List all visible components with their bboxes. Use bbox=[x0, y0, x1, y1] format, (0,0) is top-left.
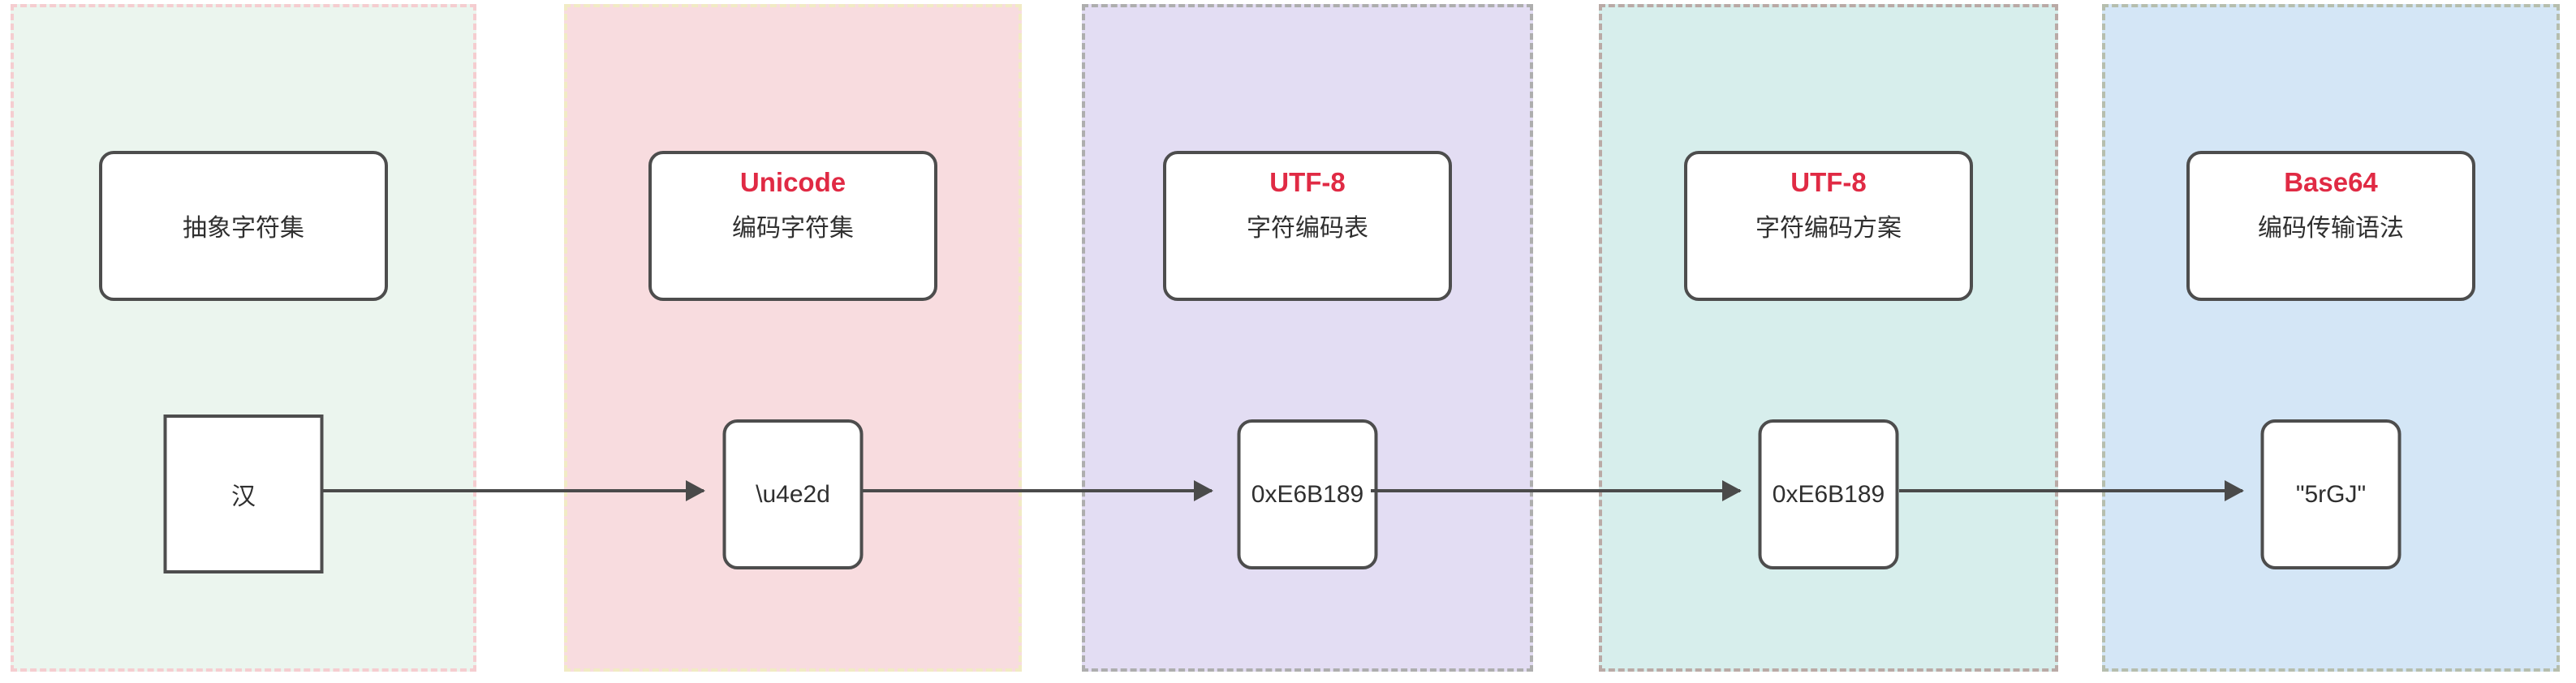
value-box-encoded-bytes: 0xE6B189 bbox=[1758, 419, 1899, 569]
flow-arrow-1 bbox=[322, 480, 705, 501]
concept-box-base64: Base64 编码传输语法 bbox=[2186, 151, 2475, 301]
value-text: 汉 bbox=[231, 483, 256, 510]
panel-base64: Base64 编码传输语法 "5rGJ" bbox=[2102, 4, 2560, 672]
panel-abstract-charset: 抽象字符集 汉 bbox=[11, 4, 476, 672]
value-box-utf8-bytes: 0xE6B189 bbox=[1237, 419, 1378, 569]
panel-unicode: Unicode 编码字符集 \u4e2d bbox=[564, 4, 1022, 672]
value-box-character: 汉 bbox=[163, 415, 324, 573]
concept-title: Base64 bbox=[2284, 167, 2378, 197]
value-text: "5rGJ" bbox=[2295, 480, 2367, 508]
flow-arrow-4 bbox=[1899, 480, 2244, 501]
flow-arrow-3 bbox=[1371, 480, 1742, 501]
concept-title: UTF-8 bbox=[1269, 167, 1346, 197]
value-text: 0xE6B189 bbox=[1251, 480, 1364, 508]
concept-box-unicode: Unicode 编码字符集 bbox=[648, 151, 937, 301]
concept-title: UTF-8 bbox=[1790, 167, 1867, 197]
concept-title bbox=[102, 164, 385, 201]
value-box-base64-string: "5rGJ" bbox=[2260, 419, 2402, 569]
concept-box-utf8-scheme: UTF-8 字符编码方案 bbox=[1684, 151, 1973, 301]
panel-utf8-table: UTF-8 字符编码表 0xE6B189 bbox=[1082, 4, 1533, 672]
concept-subtitle: 编码传输语法 bbox=[2258, 215, 2404, 242]
value-text: \u4e2d bbox=[756, 480, 830, 508]
concept-subtitle: 抽象字符集 bbox=[183, 215, 304, 242]
concept-subtitle: 编码字符集 bbox=[732, 215, 854, 242]
concept-title: Unicode bbox=[739, 167, 846, 197]
concept-subtitle: 字符编码方案 bbox=[1755, 215, 1902, 242]
value-text: 0xE6B189 bbox=[1772, 480, 1885, 508]
concept-box-abstract-charset: 抽象字符集 bbox=[99, 151, 388, 301]
value-box-codepoint: \u4e2d bbox=[722, 419, 864, 569]
concept-box-utf8-table: UTF-8 字符编码表 bbox=[1163, 151, 1452, 301]
flow-arrow-2 bbox=[863, 480, 1213, 501]
panel-utf8-scheme: UTF-8 字符编码方案 0xE6B189 bbox=[1599, 4, 2058, 672]
concept-subtitle: 字符编码表 bbox=[1247, 215, 1368, 242]
